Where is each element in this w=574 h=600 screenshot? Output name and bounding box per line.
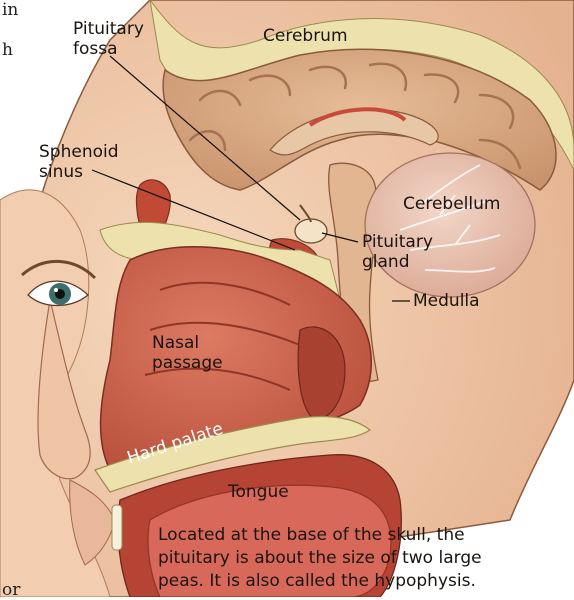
label-pituitary-gland-line2: gland xyxy=(362,253,410,272)
label-pituitary-fossa-line1: Pituitary xyxy=(73,20,144,39)
label-medulla: Medulla xyxy=(413,292,480,311)
label-cerebrum: Cerebrum xyxy=(263,27,348,46)
page-fragment-bottom: or xyxy=(2,580,20,600)
pituitary-gland-shape xyxy=(295,219,327,243)
caption-line-2: pituitary is about the size of two large xyxy=(158,547,568,570)
cerebellum-shape xyxy=(365,153,535,297)
caption-line-3: peas. It is also called the hypophysis. xyxy=(158,570,568,593)
page-fragment-second: h xyxy=(2,40,13,60)
caption: Located at the base of the skull, the pi… xyxy=(158,524,568,593)
label-sphenoid-sinus-line1: Sphenoid xyxy=(39,143,119,162)
label-cerebellum: Cerebellum xyxy=(403,195,500,214)
caption-line-1: Located at the base of the skull, the xyxy=(158,524,568,547)
incisor-tooth xyxy=(112,505,122,550)
label-nasal-passage-line1: Nasal xyxy=(152,334,199,353)
label-nasal-passage-line2: passage xyxy=(152,354,223,373)
label-pituitary-fossa-line2: fossa xyxy=(73,40,118,59)
label-sphenoid-sinus-line2: sinus xyxy=(39,163,83,182)
label-pituitary-gland-line1: Pituitary xyxy=(362,233,433,252)
page-fragment-top: in xyxy=(2,0,18,20)
label-tongue: Tongue xyxy=(228,483,289,502)
